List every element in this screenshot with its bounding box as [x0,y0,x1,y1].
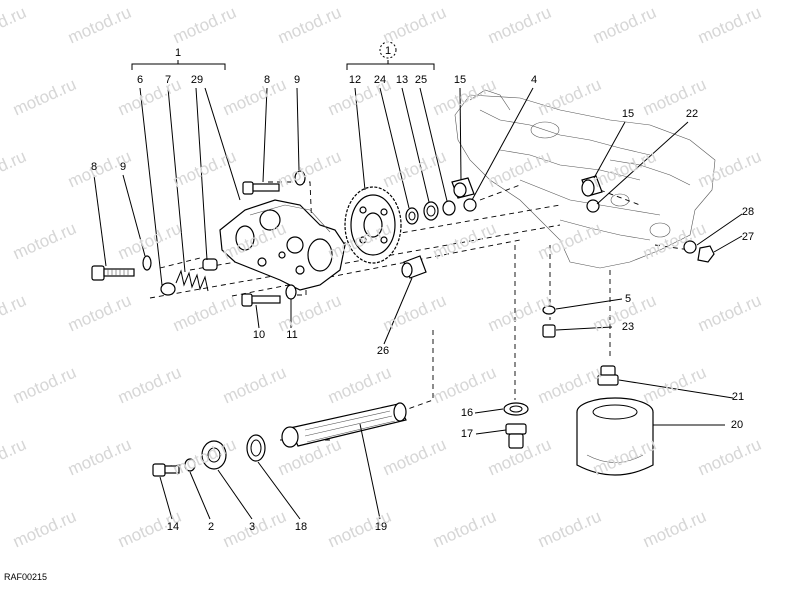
nipple-21 [597,365,619,386]
callout-23: 23 [621,321,635,333]
plug-6 [160,282,176,296]
oil-filter-20 [576,397,654,476]
callout-25: 25 [414,74,428,86]
callout-13: 13 [395,74,409,86]
callout-group-1b: 1 [384,45,392,57]
oring-4 [463,198,477,212]
crankcase-outline [454,89,716,269]
dowel-26 [401,255,427,279]
washer-9-top [294,170,306,186]
callout-3: 3 [248,521,256,533]
callout-4: 4 [530,74,538,86]
callout-group-1a: 1 [174,47,182,59]
oring-22 [586,199,600,213]
callout-12: 12 [348,74,362,86]
leader-lines [93,87,743,520]
washer-16 [503,402,529,416]
callout-5: 5 [624,293,632,305]
callout-10: 10 [252,329,266,341]
valve-29 [202,258,218,271]
washer-11 [285,284,297,300]
callout-16: 16 [460,407,474,419]
group-bracket-1b [346,41,435,70]
callout-11: 11 [286,329,298,341]
callout-2: 2 [207,521,215,533]
washer-5 [542,305,556,315]
callout-20: 20 [730,419,744,431]
bolt-14 [152,463,180,477]
callout-7: 7 [164,74,172,86]
callout-29: 29 [190,74,204,86]
callout-8-top: 8 [263,74,271,86]
callout-27: 27 [741,231,755,243]
washer-24 [405,207,419,225]
bolt-8-left [91,265,135,281]
callout-9-left: 9 [119,161,127,173]
callout-15-top: 15 [453,74,467,86]
callout-14: 14 [166,521,180,533]
oil-pump-body [219,199,346,291]
seal-18 [246,434,266,462]
callout-26: 26 [376,345,390,357]
callout-22: 22 [685,108,699,120]
cover-3 [201,440,227,470]
plug-23 [542,324,556,338]
callout-19: 19 [374,521,388,533]
bush-15-right [581,175,603,197]
callout-24: 24 [373,74,387,86]
washer-2 [184,458,196,472]
bolt-8-top [242,181,280,195]
bush-15-left [451,177,475,199]
filter-screen-19 [281,402,407,448]
pump-gear-12 [344,186,402,264]
spring-7 [175,269,209,292]
callout-18: 18 [294,521,308,533]
callout-15-right: 15 [621,108,635,120]
ring-25 [442,200,456,216]
callout-6: 6 [136,74,144,86]
bolt-10 [241,293,281,307]
plug-27 [697,245,715,263]
washer-9-left [142,255,152,271]
callout-17: 17 [460,428,474,440]
callout-21: 21 [731,391,745,403]
callout-9-top: 9 [293,74,301,86]
drain-plug-17 [505,423,527,449]
group-bracket-1a [131,60,226,70]
ring-13 [423,201,439,221]
callout-8-left: 8 [90,161,98,173]
diagram-code: RAF00215 [4,572,48,582]
washer-28 [683,240,697,254]
callout-28: 28 [741,206,755,218]
